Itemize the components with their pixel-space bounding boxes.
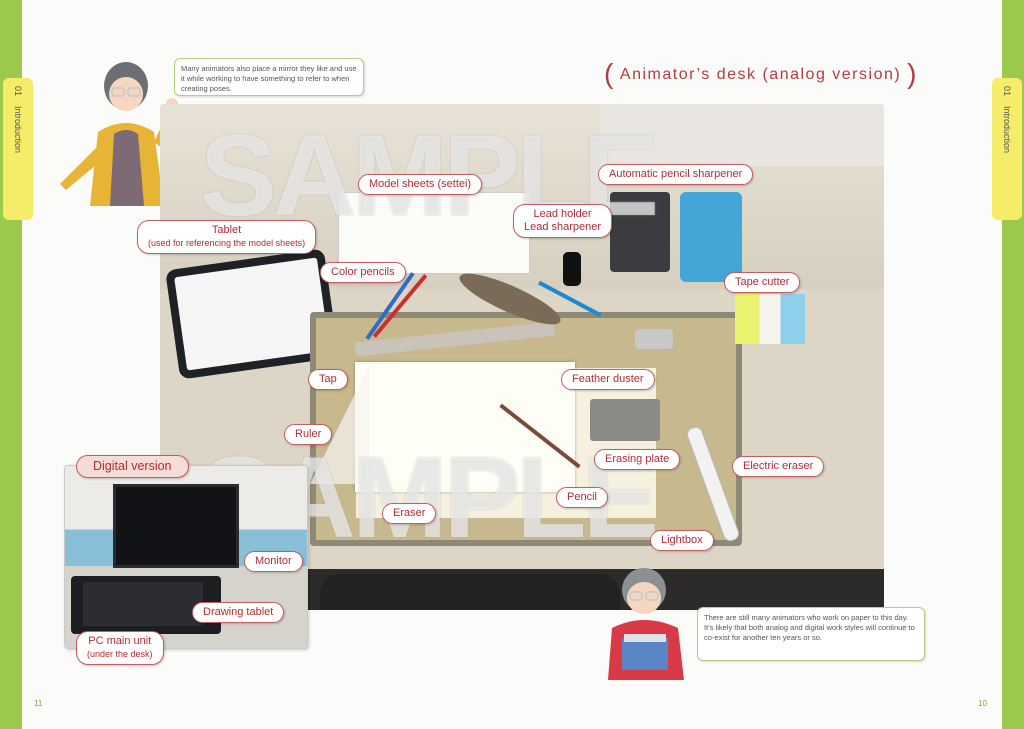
- label-tablet-note: (used for referencing the model sheets): [148, 238, 306, 248]
- chapter-tab-right[interactable]: 01 Introduction: [992, 78, 1022, 220]
- label-model-sheets: Model sheets (settei): [358, 174, 483, 195]
- label-lead-holder: Lead holder Lead sharpener: [513, 204, 613, 238]
- digital-version-heading: Digital version: [76, 455, 189, 478]
- chapter-label: Introduction: [1002, 106, 1012, 154]
- tape-cutter-object: [680, 192, 742, 282]
- character-top-illustration: [60, 62, 178, 206]
- label-pc-main-title: PC main unit: [88, 635, 152, 647]
- character-bottom-illustration: [608, 568, 684, 680]
- drawing-sheet: [355, 362, 575, 492]
- tip-note-bottom: There are still many animators who work …: [697, 607, 925, 661]
- chapter-tab-left[interactable]: 01 Introduction: [3, 78, 33, 220]
- page-title-text: Animator’s desk (analog version): [619, 66, 902, 83]
- tip-note-top: Many animators also place a mirror they …: [174, 58, 364, 96]
- chapter-label: Introduction: [13, 106, 23, 154]
- pencil-sharpener-object: [610, 192, 670, 272]
- label-electric-eraser: Electric eraser: [732, 456, 825, 477]
- label-erasing-plate: Erasing plate: [594, 449, 681, 470]
- label-color-pencils: Color pencils: [320, 262, 406, 283]
- monitor-object: [113, 484, 239, 568]
- label-lead-holder-line1: Lead holder: [533, 208, 592, 220]
- label-pc-main-note: (under the desk): [87, 649, 153, 659]
- label-auto-sharpener: Automatic pencil sharpener: [598, 164, 754, 185]
- tip-note-bottom-line2: It’s likely that both analog and digital…: [704, 623, 915, 642]
- label-tap: Tap: [308, 369, 348, 390]
- label-tablet: Tablet (used for referencing the model s…: [137, 220, 317, 254]
- label-lightbox: Lightbox: [650, 530, 714, 551]
- label-monitor: Monitor: [244, 551, 303, 572]
- label-tape-cutter: Tape cutter: [724, 272, 801, 293]
- erasing-plate-object: [590, 399, 660, 441]
- chapter-number: 01: [1002, 86, 1012, 97]
- page-number-left: 11: [34, 699, 43, 708]
- tip-note-bottom-line1: There are still many animators who work …: [704, 613, 909, 622]
- label-pc-main: PC main unit (under the desk): [76, 631, 164, 665]
- label-tablet-title: Tablet: [211, 224, 242, 236]
- model-sheets-image: [338, 192, 530, 274]
- label-feather-duster: Feather duster: [561, 369, 655, 390]
- chapter-number: 01: [13, 86, 23, 97]
- label-lead-sharpener-line2: Lead sharpener: [524, 221, 602, 233]
- page-number-right: 10: [978, 699, 987, 708]
- label-eraser: Eraser: [382, 503, 437, 524]
- label-ruler: Ruler: [284, 424, 333, 445]
- label-drawing-tablet: Drawing tablet: [192, 602, 285, 623]
- page-title: ( Animator’s desk (analog version) ): [604, 58, 918, 89]
- label-pencil: Pencil: [556, 487, 608, 508]
